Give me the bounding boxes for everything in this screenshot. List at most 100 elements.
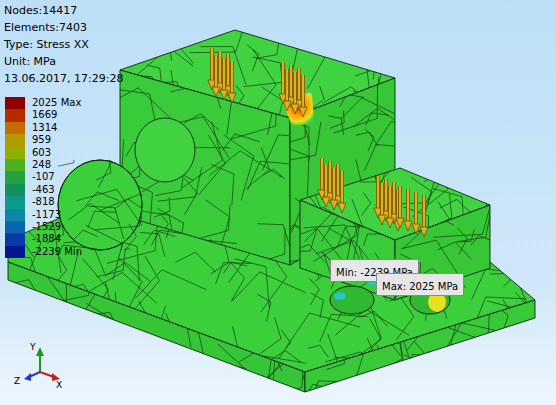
mesh-edge [261,277,287,312]
mesh-edge [326,364,344,370]
mesh-edge [350,378,368,400]
mesh-edge [134,43,174,78]
mesh-edge [347,94,364,97]
mesh-edge [272,339,299,345]
mesh-edge [170,231,189,249]
mesh-edge [258,257,260,276]
mesh-edge [455,242,472,259]
mesh-edge [317,228,344,262]
mesh-edge [310,289,319,305]
load-arrow [420,195,428,237]
mesh-edge [239,342,272,359]
mesh-edge [364,55,382,65]
arrow-shaft [385,179,387,213]
mesh-edge [185,193,198,215]
mesh-edge [219,217,230,253]
mesh-edge [85,34,124,47]
mesh-edge [373,368,404,384]
legend-value: -107 [32,170,55,183]
mesh-edge [291,306,308,331]
mesh-edge [126,40,145,52]
mesh-edge [158,3,174,43]
mesh-edge [372,113,389,115]
mesh-edge [382,151,392,168]
boss [135,118,195,182]
mesh-edge [304,214,331,242]
mesh-edge [11,327,34,330]
mesh-edge [338,226,346,246]
mesh-edge [360,314,395,315]
mesh-edge [149,355,157,375]
mesh-edge [225,245,229,262]
mesh-edge [83,259,108,289]
mesh-edge [140,233,159,234]
mesh-edge [297,332,317,343]
mesh-edge [462,323,505,333]
info-text: 13.06.2017, 17:29:28 [4,72,123,85]
arrow-shaft [422,195,426,229]
mesh-edge [58,352,98,365]
mesh-edge [32,368,52,394]
load-arrow [299,75,307,117]
mesh-edge [189,271,204,298]
mesh-edge [411,177,432,192]
mesh-edge [71,363,83,375]
mesh-edge [90,204,118,223]
mesh-edge [200,46,232,47]
mesh-edge [140,388,168,399]
mesh-edge [236,291,260,310]
mesh-edge [361,203,370,216]
axis-label: X [56,380,62,390]
mesh-edge [170,37,193,64]
mesh-edge [76,189,117,200]
mesh-edge [235,300,253,311]
mesh-edge [274,169,285,179]
mesh-edge [464,377,476,382]
legend-value: -463 [32,183,55,196]
mesh-edge [228,204,230,230]
mesh-edge [414,341,435,366]
mesh-edge [95,145,111,162]
mesh-edge [276,88,278,126]
mesh-edge [375,359,402,374]
mesh-edge [159,224,169,239]
arrow-head [386,218,394,228]
mesh-edge [373,39,378,80]
mesh-edge [188,291,218,302]
info-text: Type: Stress XX [4,38,89,51]
mesh-edge [373,382,375,405]
mesh-edge [308,55,327,89]
mesh-edge [66,350,92,379]
arrow-shaft [281,62,285,96]
mesh-edge [54,331,71,335]
mesh-edge [304,225,345,228]
mesh-edge [414,366,435,401]
mesh-edge [97,192,119,201]
mesh-edge [259,291,291,311]
mesh-edge [4,359,30,363]
arrow-shaft [211,48,213,82]
legend-swatch [5,233,25,246]
mesh-edge [368,233,384,234]
mesh-edge [377,81,378,118]
mesh-edge [221,266,243,279]
mesh-edge [73,331,118,350]
arrow-shaft [290,65,292,99]
mesh-edge [256,55,277,59]
model-face [120,70,290,265]
mesh-edge [167,364,169,388]
mesh-edge [68,204,90,221]
mesh-edge [270,347,282,371]
mesh-edge [262,135,278,171]
mesh-edge [411,352,428,375]
mesh-edge [274,290,288,321]
mesh-edge [281,330,290,343]
mesh-edge [261,147,269,169]
mesh-edge [199,62,201,85]
mesh-edge [70,317,71,331]
mesh-edge [259,351,275,358]
mesh-edge [266,267,269,308]
mesh-edge [478,236,492,241]
mesh-edge [310,313,360,327]
mesh-edge [231,280,243,300]
